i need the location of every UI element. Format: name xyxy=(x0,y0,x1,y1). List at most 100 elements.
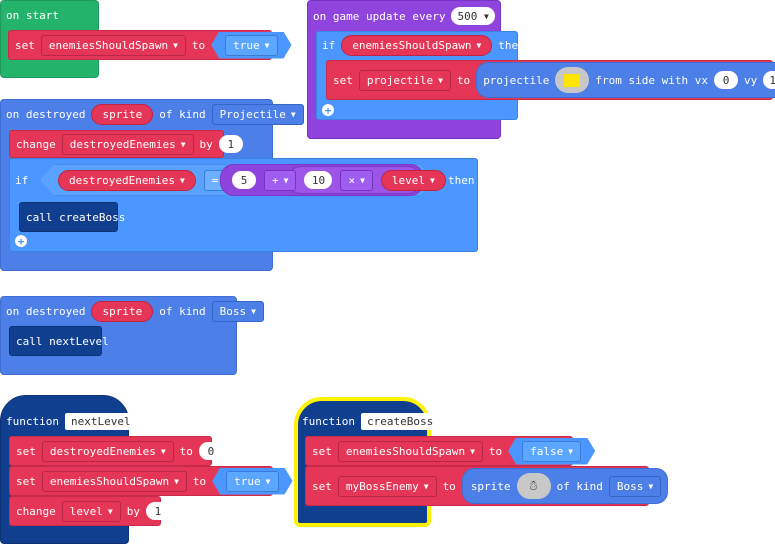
set-statement[interactable]: set enemiesShouldSpawn▼ to true▼ xyxy=(8,30,272,60)
to-label: to xyxy=(192,474,207,488)
variable-dropdown[interactable]: destroyedEnemies▼ xyxy=(41,440,174,462)
if-label: if xyxy=(15,173,29,187)
variable-dropdown[interactable]: level ▼ xyxy=(61,500,121,522)
kind-dropdown[interactable]: Boss ▼ xyxy=(608,475,662,497)
change-statement[interactable]: change destroyedEnemies▼ by 1 xyxy=(9,130,243,158)
chevron-down-icon: ▼ xyxy=(290,109,296,119)
variable-dropdown[interactable]: enemiesShouldSpawn▼ xyxy=(41,470,187,492)
set-enemies-should-spawn[interactable]: set enemiesShouldSpawn▼ to true▼ xyxy=(9,466,273,496)
condition-variable[interactable]: destroyedEnemies ▼ xyxy=(58,169,196,191)
variable-name: projectile xyxy=(366,73,434,87)
variable-name: destroyedEnemies xyxy=(49,444,156,458)
set-label: set xyxy=(333,73,353,87)
variable-dropdown[interactable]: projectile ▼ xyxy=(358,69,451,91)
number-ten-input[interactable]: 10 xyxy=(304,171,333,189)
plus-icon[interactable]: + xyxy=(322,104,334,116)
number-five-input[interactable]: 5 xyxy=(232,171,256,189)
sprite-image-picker[interactable] xyxy=(555,67,590,93)
compare-left: destroyedEnemies▼ =▼ xyxy=(52,168,242,192)
set-destroyed-enemies[interactable]: set destroyedEnemies▼ to 0 xyxy=(9,436,223,466)
chevron-down-icon: ▼ xyxy=(264,40,270,50)
boolean-false-block[interactable]: false▼ xyxy=(508,438,595,465)
call-label: call createBoss xyxy=(26,210,126,224)
plus-icon[interactable]: + xyxy=(15,235,27,247)
create-sprite-block[interactable]: sprite ☃ of kind Boss ▼ xyxy=(461,468,669,504)
by-label: by xyxy=(199,137,213,151)
by-label: by xyxy=(126,504,140,518)
chevron-down-icon: ▼ xyxy=(173,40,178,50)
interval-dropdown[interactable]: 500 ▼ xyxy=(451,7,495,25)
sprite-image-picker[interactable]: ☃ xyxy=(516,473,551,499)
call-next-level[interactable]: call nextLevel xyxy=(9,326,109,356)
boolean-true-block[interactable]: true ▼ xyxy=(211,32,291,59)
ghost-sprite-icon: ☃ xyxy=(529,478,538,494)
chevron-down-icon: ▼ xyxy=(483,11,489,21)
variable-dropdown[interactable]: enemiesShouldSpawn▼ xyxy=(337,440,483,462)
to-label: to xyxy=(179,444,193,458)
change-level[interactable]: change level▼ by 1 xyxy=(9,496,170,526)
chevron-down-icon: ▼ xyxy=(423,481,429,491)
chevron-down-icon: ▼ xyxy=(438,75,443,85)
value-input[interactable]: 0 xyxy=(198,442,223,460)
of-kind-label: of kind xyxy=(159,304,206,318)
variable-name: destroyedEnemies xyxy=(69,137,176,151)
change-label: change xyxy=(16,137,56,151)
chevron-down-icon: ▼ xyxy=(179,175,185,185)
function-name-input[interactable]: createBoss xyxy=(360,412,440,430)
times-operator-dropdown[interactable]: ×▼ xyxy=(340,169,373,191)
projectile-from-side-block[interactable]: projectile from side with vx 0 vy 100 xyxy=(476,62,775,98)
set-projectile-statement[interactable]: set projectile▼ to projectile from side … xyxy=(326,60,775,100)
on-destroyed-label: on destroyed xyxy=(6,107,86,121)
sprite-label: sprite xyxy=(470,479,511,493)
to-label: to xyxy=(442,479,456,493)
set-label: set xyxy=(16,474,36,488)
sprite-param[interactable]: sprite xyxy=(91,300,154,322)
on-start-header: on start xyxy=(0,4,65,26)
set-enemies-should-spawn[interactable]: set enemiesShouldSpawn▼ to false▼ xyxy=(305,436,573,466)
variable-dropdown[interactable]: enemiesShouldSpawn▼ xyxy=(40,34,186,56)
condition-name: enemiesShouldSpawn xyxy=(352,38,472,52)
by-input[interactable]: 1 xyxy=(218,135,243,153)
level-variable[interactable]: level▼ xyxy=(380,169,446,191)
boolean-value: true xyxy=(233,38,260,52)
variable-name: level xyxy=(69,504,103,518)
set-my-boss-enemy[interactable]: set myBossEnemy▼ to sprite ☃ of kind Bos… xyxy=(305,466,669,506)
set-label: set xyxy=(15,38,35,52)
condition-variable[interactable]: enemiesShouldSpawn▼ xyxy=(341,34,493,56)
then-cell: then xyxy=(442,168,481,192)
chevron-down-icon: ▼ xyxy=(648,481,654,491)
variable-dropdown[interactable]: myBossEnemy▼ xyxy=(337,475,437,497)
call-create-boss[interactable]: call createBoss xyxy=(19,202,125,232)
boolean-dropdown[interactable]: true▼ xyxy=(226,471,278,492)
on-destroyed-label: on destroyed xyxy=(6,304,86,318)
chevron-down-icon: ▼ xyxy=(360,175,365,185)
ms-label: ms xyxy=(500,9,515,23)
yellow-sprite-icon xyxy=(564,73,581,87)
chevron-down-icon: ▼ xyxy=(568,446,574,456)
chevron-down-icon: ▼ xyxy=(430,175,435,185)
by-input[interactable]: 1 xyxy=(145,502,170,520)
of-kind-label: of kind xyxy=(556,479,603,493)
variable-dropdown[interactable]: destroyedEnemies▼ xyxy=(61,133,194,155)
boolean-dropdown[interactable]: true ▼ xyxy=(225,35,277,56)
chevron-down-icon: ▼ xyxy=(251,306,256,316)
interval-value: 500 xyxy=(457,9,478,23)
chevron-down-icon: ▼ xyxy=(283,175,289,185)
then-label: then xyxy=(448,173,475,187)
boolean-true-block[interactable]: true▼ xyxy=(212,468,292,495)
vy-input[interactable]: 100 xyxy=(763,71,775,89)
function-name-input[interactable]: nextLevel xyxy=(64,412,137,430)
boolean-dropdown[interactable]: false▼ xyxy=(522,441,581,462)
function-label: function xyxy=(302,414,355,428)
condition-name: destroyedEnemies xyxy=(69,173,175,187)
chevron-down-icon: ▼ xyxy=(470,446,475,456)
kind-value: Boss xyxy=(616,479,644,493)
function-next-level-header: function nextLevel xyxy=(0,410,143,432)
kind-dropdown[interactable]: Boss▼ xyxy=(211,300,264,322)
vx-input[interactable]: 0 xyxy=(714,71,739,89)
vy-label: vy xyxy=(744,73,758,87)
chevron-down-icon: ▼ xyxy=(107,506,113,516)
sprite-param[interactable]: sprite xyxy=(91,103,154,125)
plus-operator-dropdown[interactable]: +▼ xyxy=(264,169,297,191)
kind-dropdown[interactable]: Projectile▼ xyxy=(211,103,304,125)
